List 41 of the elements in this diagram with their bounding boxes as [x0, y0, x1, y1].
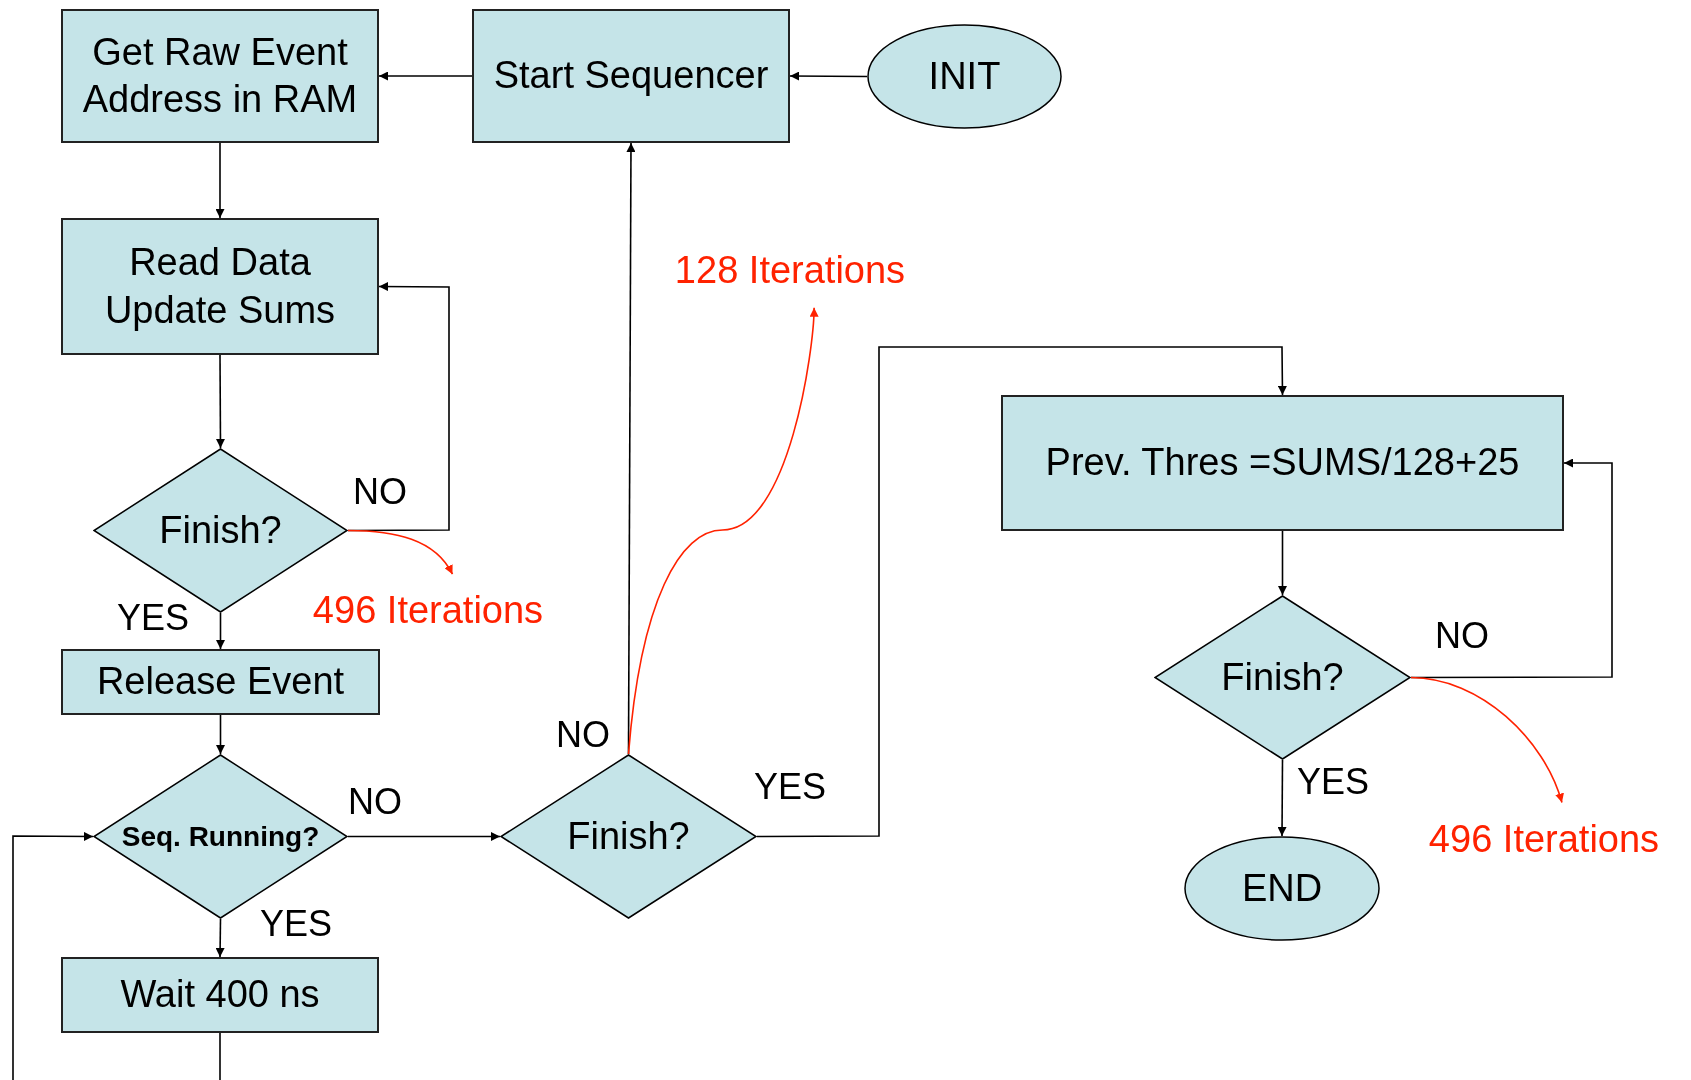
annotation-arrow	[627, 307, 819, 755]
arrow	[215, 142, 225, 219]
arrow	[789, 71, 868, 81]
arrow	[347, 832, 501, 841]
arrow	[1278, 530, 1287, 596]
annotation-text: 128 Iterations	[674, 248, 906, 294]
annotation-text: 496 Iterations	[312, 588, 544, 634]
decision-diamond	[500, 754, 757, 919]
process-box	[61, 957, 379, 1033]
arrow	[216, 714, 225, 755]
annotation-arrow	[347, 529, 454, 575]
node-label: Seq. Running?	[121, 820, 320, 854]
node-label: END	[1241, 865, 1323, 911]
process-box	[61, 649, 380, 715]
arrow	[1277, 759, 1287, 837]
arrow	[378, 71, 473, 81]
arrow	[12, 831, 94, 1080]
node-label: Finish?	[159, 507, 282, 553]
node-label: Prev. Thres =SUMS/128+25	[1045, 440, 1520, 486]
terminal-ellipse	[1184, 836, 1380, 941]
node-label: INIT	[928, 53, 1001, 99]
node-label: Finish?	[567, 813, 690, 859]
annotation-text: 496 Iterations	[1428, 817, 1660, 863]
annotation-arrow	[1410, 676, 1564, 804]
process-box	[472, 9, 790, 143]
node-label: Read Data Update Sums	[103, 240, 337, 333]
arrow	[215, 918, 225, 958]
process-box	[1001, 395, 1564, 531]
arrow	[216, 612, 225, 650]
terminal-ellipse	[867, 24, 1062, 129]
node-label: Finish?	[1221, 654, 1344, 700]
process-box	[61, 218, 379, 355]
node-label: Get Raw Event Address in RAM	[81, 29, 359, 122]
node-label: Release Event	[96, 659, 345, 705]
node-label: Wait 400 ns	[120, 972, 320, 1018]
connector-line	[219, 1032, 221, 1080]
decision-diamond	[1154, 595, 1411, 760]
arrow	[756, 346, 1287, 838]
arrow	[215, 354, 225, 449]
process-box	[61, 9, 379, 143]
node-label: Start Sequencer	[493, 53, 769, 99]
